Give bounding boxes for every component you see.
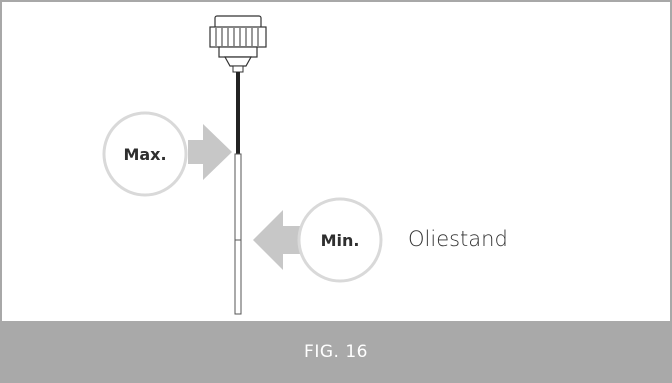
min-label: Min. [321,231,360,250]
arrow-left-icon [253,210,301,270]
arrow-right-icon [188,124,232,180]
oil-level-label: Oliestand [408,227,508,251]
max-marker: Max. [102,111,188,197]
figure-caption: FIG. 16 [304,342,368,362]
dipstick-icon [209,15,267,315]
min-marker: Min. [297,197,383,283]
caption-bar: FIG. 16 [0,321,672,383]
max-label: Max. [123,145,166,164]
